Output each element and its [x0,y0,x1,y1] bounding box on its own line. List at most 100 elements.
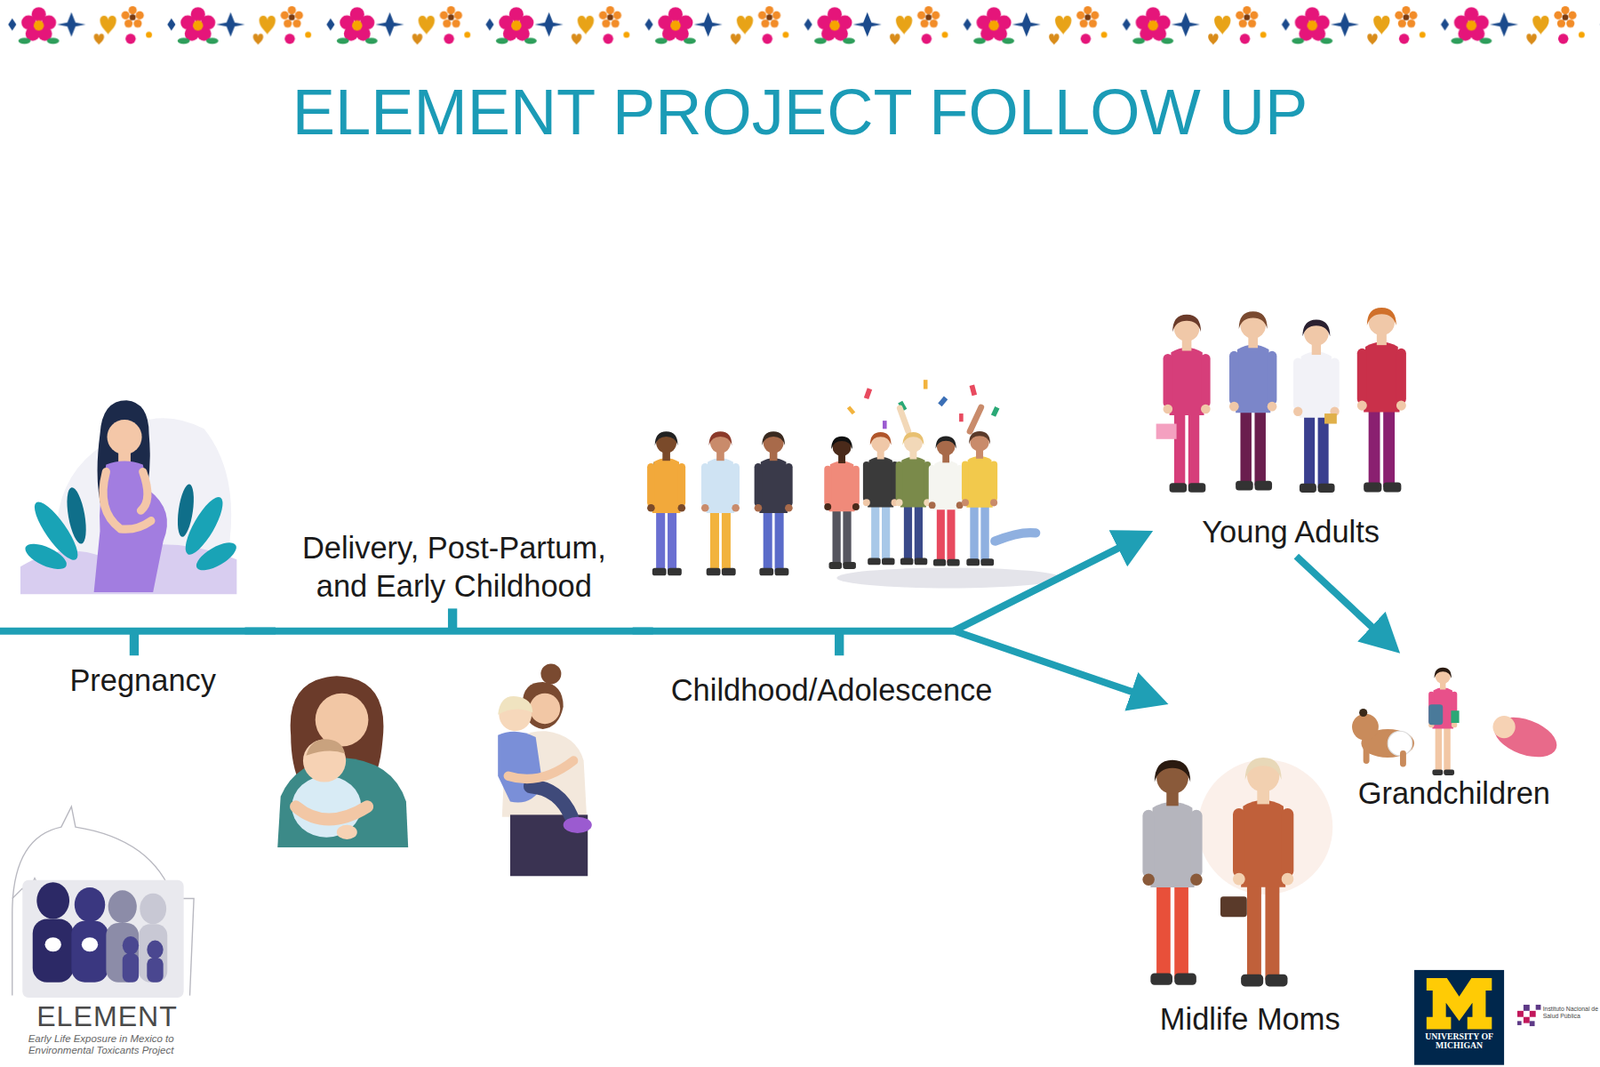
hug-illustration [563,816,592,833]
midlife-moms-illustration [1142,760,1202,985]
element-logo [12,806,194,998]
celebrating-group-illustration [847,405,856,415]
institute-logo [1517,1010,1524,1017]
element-logo [139,893,167,924]
grandchildren-illustration [1387,730,1413,756]
hug-illustration [497,663,592,876]
mother-baby-illustration [305,738,345,756]
institute-logo [1523,1016,1530,1024]
hug-illustration [540,663,561,684]
university-logo [1414,969,1504,1065]
young-adults-illustration [1293,319,1340,493]
stage-label: Delivery, Post-Partum, and Early Childho… [285,528,623,607]
pregnancy-illustration [21,538,71,575]
element-logo [45,936,62,952]
celebrating-group-illustration [882,420,888,429]
university-logo [1426,977,1492,1029]
grandchildren-illustration [1450,710,1459,723]
young-adults-illustration [1156,307,1407,493]
timeline-axis [834,631,844,656]
element-logo [108,889,137,923]
midlife-moms-illustration [1142,757,1333,986]
logo-text: ELEMENT [20,1000,194,1033]
stage-node: Grandchildren [1336,653,1572,817]
young-adults-illustration [1229,311,1277,490]
element-logo [146,940,163,960]
celebrating-group-illustration [896,432,932,565]
grandchildren-illustration [1352,713,1379,741]
stage-node: Delivery, Post-Partum, and Early Childho… [275,520,633,631]
pregnancy-illustration [94,460,168,592]
celebrating-group-illustration [824,379,1062,588]
celebrating-group-illustration [824,436,860,569]
stage-node: Pregnancy [40,630,246,712]
celebrating-group-illustration [937,396,948,408]
pregnancy-illustration [20,400,240,594]
celebrating-group-illustration [863,432,899,565]
celebrating-group-illustration [959,413,964,422]
element-logo [138,923,168,982]
grandchildren-illustration [1363,743,1370,764]
hug-illustration [529,693,560,724]
school-kids-illustration [647,431,686,576]
institute-logo [1536,1004,1542,1010]
timeline-segment [244,626,275,634]
mother-baby-illustration [296,806,368,819]
stage-label: Young Adults [1201,512,1380,552]
pregnancy-illustration [63,486,89,546]
institute-logo [1529,1010,1536,1017]
institute-logo [1529,1020,1536,1026]
decorative-border [0,0,1600,49]
school-kids-illustration [647,431,793,576]
school-kids-illustration [754,431,793,576]
institute-logo [1523,1004,1530,1011]
stage-node: Midlife Moms [1127,704,1373,1041]
hug-illustration [497,696,533,715]
celebrating-group-illustration [896,404,912,436]
stage-node: Childhood/Adolescence [653,630,1011,714]
institute-logo [1517,1020,1522,1025]
logo-text: Early Life Exposure in Mexico to Environ… [20,1032,182,1056]
stage-label: Midlife Moms [1160,1000,1341,1040]
timeline-axis [0,608,954,656]
logo-text: UNIVERSITY OF MICHIGAN [1418,1032,1501,1051]
element-logo [71,920,108,983]
grandchildren-illustration [1488,709,1562,765]
pregnancy-illustration [175,482,197,537]
celebrating-group-illustration [928,436,964,567]
element-logo [36,881,70,919]
element-logo [105,922,139,983]
young-adults-illustration [1156,424,1177,440]
celebrating-group-illustration [994,532,1036,542]
grandchildren-illustration [1428,704,1443,725]
timeline-axis [448,608,457,631]
celebrating-group-illustration [991,406,1000,417]
celebrating-group-illustration [864,387,872,400]
hug-illustration [530,785,572,816]
celebrating-group-illustration [969,384,978,397]
flow-arrow [1296,556,1386,640]
element-logo [22,880,184,998]
celebrating-group-illustration [836,567,1062,588]
stage-label: Childhood/Adolescence [671,671,993,711]
institute-logo [1517,1004,1541,1026]
grandchildren-illustration [1400,750,1407,767]
celebrating-group-illustration [961,431,998,566]
midlife-moms-illustration [1220,896,1248,917]
element-logo [122,936,139,955]
element-logo [81,936,98,952]
mother-baby-illustration [277,675,408,848]
pregnancy-illustration [140,472,148,512]
timeline-segment [632,626,654,634]
school-kids-illustration [701,431,740,576]
flow-arrow [953,630,1150,698]
grandchildren-illustration [1352,667,1562,776]
element-logo [122,953,139,983]
young-adults-illustration [1163,314,1211,493]
timeline-axis [129,631,139,656]
stage-node: Young Adults [1152,301,1429,557]
celebrating-group-illustration [923,379,928,389]
mother-baby-illustration [336,824,358,840]
